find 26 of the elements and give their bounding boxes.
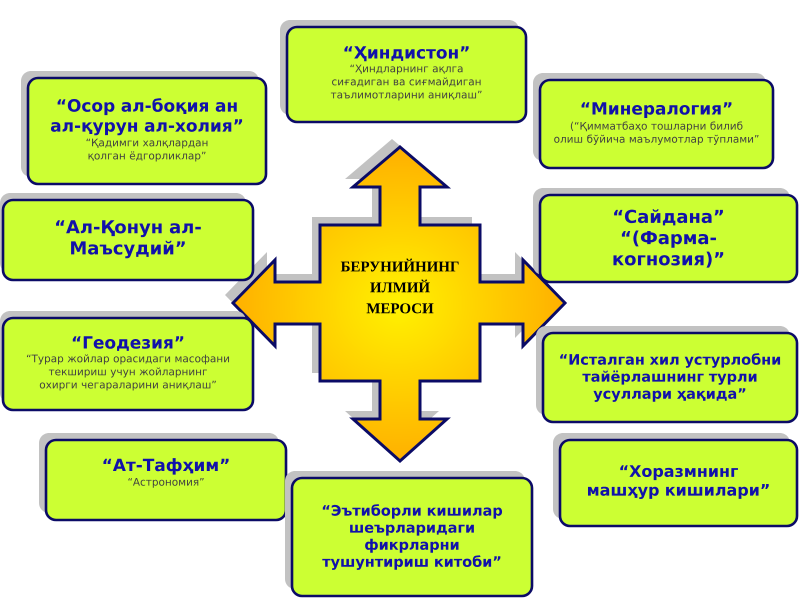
- topic-box: [280, 20, 528, 124]
- topic-box: [553, 433, 798, 528]
- topic-title: “Эътиборли кишилар шеърларидаги фикрларни тушунтириш китоби”: [322, 504, 502, 570]
- topic-description: “Астрономия”: [128, 478, 204, 488]
- topic-title: “Геодезия”: [72, 336, 184, 351]
- topic-title: “Ҳиндистон”: [344, 46, 469, 62]
- topic-description: “Ҳиндларнинг ақлга сиғадиган ва сиғмайдиган таълимотларини аниқлаш”: [330, 64, 482, 101]
- topic-box: [285, 471, 534, 598]
- topic-box: [536, 326, 798, 424]
- topic-box: [0, 193, 254, 282]
- topic-title: “Осор ал-боқия ан ал-қурун ал-холия”: [50, 98, 242, 136]
- topic-description: “Турар жойлар орасидаги масофани текшириш учун жойларнинг охирги чегараларини аниқлаш”: [26, 354, 230, 391]
- topic-box: [39, 433, 288, 522]
- topic-box: [533, 73, 774, 170]
- topic-box: [533, 188, 798, 284]
- topic-title: “Хоразмнинг машҳур кишилари”: [588, 465, 769, 500]
- topic-box: [0, 311, 254, 412]
- topic-title: “Ат-Тафҳим”: [103, 458, 229, 475]
- topic-description: “Қадимги халқлардан қолган ёдгорликлар”: [86, 138, 208, 162]
- topic-box: [21, 71, 268, 186]
- center-title: БЕРУНИЙНИНГ ИЛМИЙ МЕРОСИ: [340, 258, 459, 314]
- topic-description: (“Қимматбаҳо тошларни билиб олиш бўйича маълумотлар тўплами”: [554, 121, 758, 145]
- topic-title: “Минералогия”: [582, 102, 732, 118]
- topic-title: “Ал-Қонун ал-Маъсудий”: [56, 220, 201, 258]
- topic-title: “Сайдана” “(Фарма-когнозия)”: [613, 209, 724, 268]
- topic-title: “Исталган хил устурлобни тайёрлашнинг турли усуллари ҳақида”: [560, 353, 780, 402]
